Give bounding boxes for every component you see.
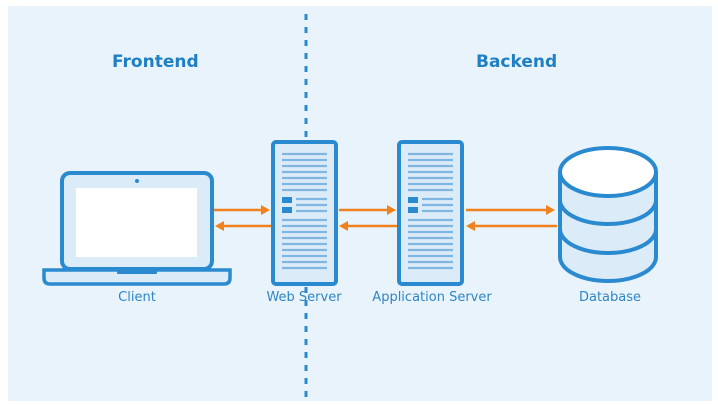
application-server-icon bbox=[397, 140, 464, 286]
application-server-label: Application Server bbox=[372, 290, 492, 305]
database-icon bbox=[558, 146, 658, 283]
web-server-icon bbox=[271, 140, 338, 286]
web-server-label: Web Server bbox=[266, 290, 342, 305]
laptop-icon bbox=[42, 171, 232, 286]
arrow-app-server-to-web-server bbox=[339, 221, 397, 231]
arrow-web-server-to-app-server bbox=[339, 205, 396, 215]
arrow-app-server-to-database bbox=[466, 205, 555, 215]
backend-heading: Backend bbox=[476, 52, 558, 72]
arrow-client-to-web-server bbox=[214, 205, 270, 215]
database-label: Database bbox=[578, 290, 642, 305]
frontend-heading: Frontend bbox=[112, 52, 199, 72]
client-label: Client bbox=[118, 290, 156, 305]
arrow-database-to-app-server bbox=[466, 221, 557, 231]
arrow-web-server-to-client bbox=[215, 221, 271, 231]
